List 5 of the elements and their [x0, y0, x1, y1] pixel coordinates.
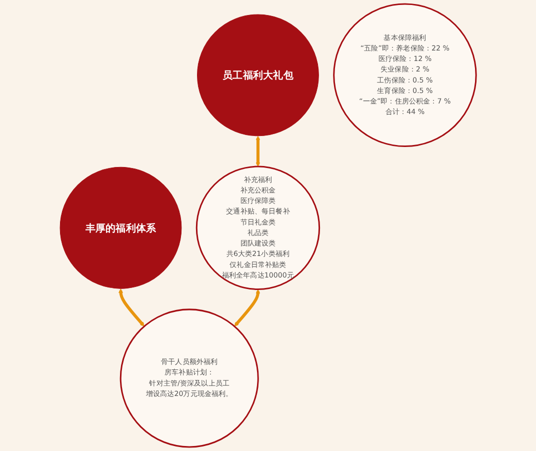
- arrow: [234, 289, 260, 327]
- arrow: [256, 136, 260, 167]
- node-circle: 员工福利大礼包: [196, 14, 319, 136]
- arrow: [118, 288, 144, 327]
- node-circle: 丰厚的福利体系: [60, 166, 182, 289]
